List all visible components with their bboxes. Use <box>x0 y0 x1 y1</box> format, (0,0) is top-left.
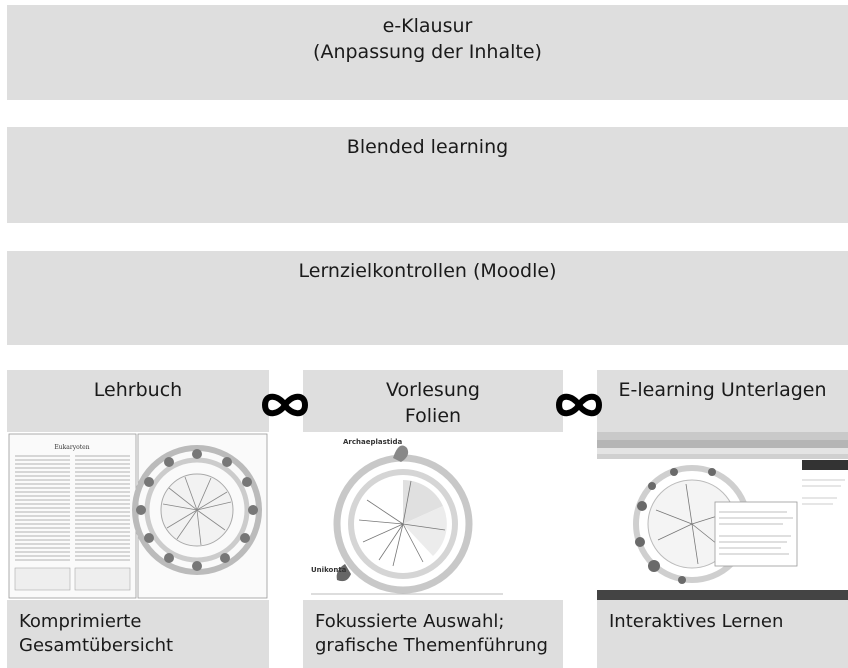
band-title: Blended learning <box>346 136 509 158</box>
band-blended-learning: Blended learning <box>7 127 848 223</box>
textbook-spread-image: Eukaryoten <box>7 432 269 600</box>
column-heading-line: Lehrbuch <box>93 379 183 401</box>
caption-line: Interaktives Lernen <box>609 611 784 632</box>
band-lernzielkontrollen: Lernzielkontrollen (Moodle) <box>7 251 848 345</box>
band-title: e-Klausur <box>382 15 473 37</box>
caption-line: Gesamtübersicht <box>19 635 174 656</box>
book-page-title: Eukaryoten <box>54 444 89 451</box>
infinity-icon <box>262 393 308 417</box>
band-subtitle: (Anpassung der Inhalte) <box>313 41 542 63</box>
column-vorlesung: Vorlesung Folien Archaeplastida Unik <box>303 370 563 668</box>
caption-line: Fokussierte Auswahl; <box>315 611 505 632</box>
lecture-slide-graphic: Archaeplastida Unikonta <box>303 432 563 600</box>
caption-line: grafische Themenführung <box>315 635 548 656</box>
column-heading: E-learning Unterlagen <box>597 370 848 432</box>
column-e-learning: E-learning Unterlagen <box>597 370 848 668</box>
column-caption: Fokussierte Auswahl; grafische Themenfüh… <box>303 602 563 668</box>
slide-label-unikonta: Unikonta <box>311 566 347 574</box>
column-heading-line: Folien <box>404 405 462 427</box>
band-title: Lernzielkontrollen (Moodle) <box>298 260 557 282</box>
column-caption: Komprimierte Gesamtübersicht <box>7 602 269 668</box>
column-heading-line: Vorlesung <box>386 379 480 401</box>
infinity-icon <box>556 393 602 417</box>
lecture-slide-image: Archaeplastida Unikonta <box>303 432 563 600</box>
column-heading: Vorlesung Folien <box>303 370 563 432</box>
e-learning-screenshot-image <box>597 432 848 600</box>
column-caption: Interaktives Lernen <box>597 602 848 668</box>
slide-label-archaeplastida: Archaeplastida <box>343 438 403 446</box>
band-e-klausur: e-Klausur (Anpassung der Inhalte) <box>7 5 848 100</box>
column-heading-line: E-learning Unterlagen <box>618 379 827 401</box>
textbook-spread-graphic: Eukaryoten <box>7 432 269 600</box>
column-lehrbuch: Lehrbuch Eukaryoten <box>7 370 269 668</box>
column-heading: Lehrbuch <box>7 370 269 432</box>
caption-line: Komprimierte <box>19 611 142 632</box>
e-learning-screenshot-graphic <box>597 432 848 600</box>
